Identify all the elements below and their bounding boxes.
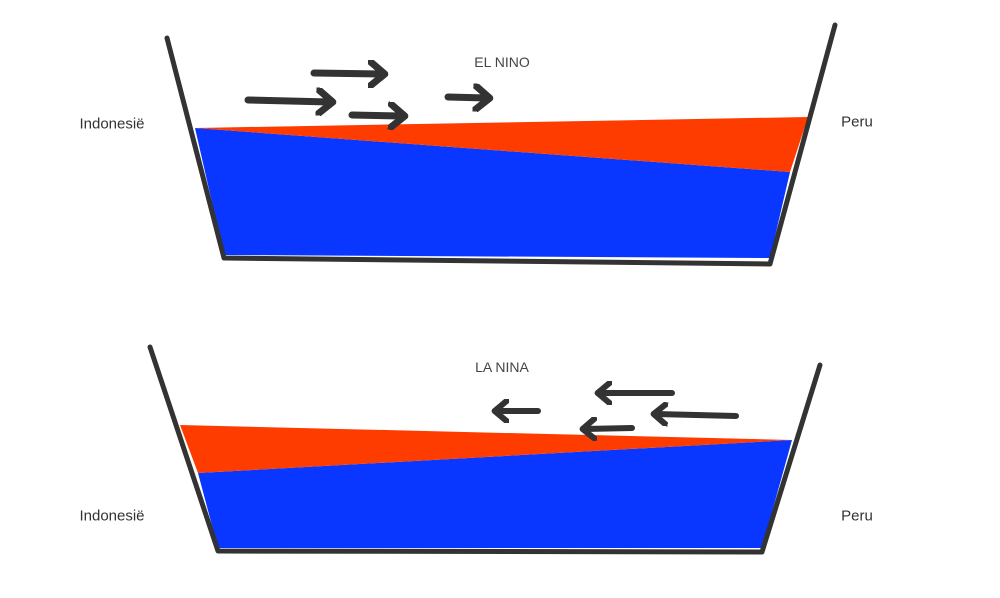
la-nina-wind-arrows <box>497 393 739 429</box>
arrow-right-icon <box>244 100 330 102</box>
el-nino-wind-arrows <box>244 73 487 116</box>
cold-water <box>195 128 790 258</box>
el-nino-title: EL NINO <box>474 54 530 70</box>
arrow-right-icon <box>348 115 402 116</box>
arrow-right-icon <box>310 73 382 74</box>
indonesia-label: Indonesië <box>79 507 145 525</box>
peru-label: Peru <box>841 507 873 525</box>
basin-outline <box>147 344 823 555</box>
indonesia-label: Indonesië <box>79 115 145 133</box>
basin-outline <box>164 22 838 267</box>
la-nina-title: LA NINA <box>475 359 529 375</box>
arrow-left-icon <box>585 428 635 429</box>
warm-water <box>195 117 808 172</box>
arrow-left-icon <box>656 414 739 416</box>
cold-water <box>198 440 792 548</box>
la-nina-basin <box>147 344 823 555</box>
arrow-right-icon <box>444 97 487 98</box>
warm-water <box>180 425 792 473</box>
el-nino-basin <box>164 22 838 267</box>
peru-label: Peru <box>841 113 873 131</box>
